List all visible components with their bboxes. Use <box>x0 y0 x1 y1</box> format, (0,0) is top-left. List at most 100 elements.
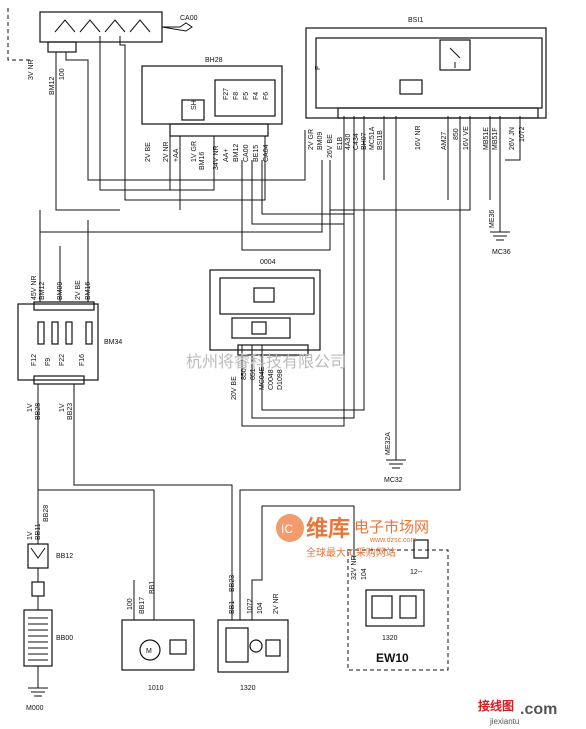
c0004-pin-5: D1098 <box>277 369 284 390</box>
c1010-bb17: BB17 <box>139 597 146 614</box>
c1320-label: 1320 <box>382 635 398 642</box>
bh28-pin-3: 1V GR <box>191 141 198 162</box>
c1320-bb23: BB23 <box>229 575 236 592</box>
bm34-fuse-1: F9 <box>45 358 52 366</box>
jx-url: jiexiantu <box>489 717 519 726</box>
m000-label: M000 <box>26 705 44 712</box>
svg-text:F: F <box>315 66 322 70</box>
bh28-pin-9: BE15 <box>253 145 260 162</box>
wk-logo-text: 维库 <box>306 516 350 542</box>
ew10-label: EW10 <box>376 651 409 665</box>
c0004-pin-3: MC04E <box>259 366 266 390</box>
c1010-bb1: BB1 <box>149 581 156 594</box>
bh28-pin-5: 34V NR <box>213 145 220 170</box>
c1320-w104: 104 <box>257 602 264 614</box>
c0004-pin-4: C0048 <box>268 369 275 390</box>
bm34-fusebox: BM34 <box>17 301 122 385</box>
bh28-pin-10: CA04 <box>263 144 270 162</box>
ew10-group: 12-- 1320 EW10 32V NR 104 <box>347 539 449 671</box>
jx-com: .com <box>520 701 557 718</box>
svg-text:IC: IC <box>281 522 293 536</box>
bsi1-pin-8: BSI1B <box>377 130 384 150</box>
bsi1-pin-1: BM09 <box>317 132 324 150</box>
bsi1-pin-16: 1072 <box>519 126 526 142</box>
bh28-pin-4: BM16 <box>199 152 206 170</box>
bm34-out2: 1V <box>59 403 66 412</box>
bb12-label: BB12 <box>56 553 73 560</box>
bm34-fuse-2: F22 <box>59 354 66 366</box>
bm34-out1: 1V <box>27 403 34 412</box>
bh28-fuse-4: F6 <box>263 92 270 100</box>
bh28-fuse-1: F8 <box>233 92 240 100</box>
ca00-label: CA00 <box>180 15 198 22</box>
me36-label: ME36 <box>489 210 496 228</box>
c1010-label: 1010 <box>148 685 164 692</box>
bm34-top-mid: BM09 <box>57 282 64 300</box>
bh28-pin-2: +AA <box>173 148 180 162</box>
bsi1-pin-7: MC51A <box>369 126 376 150</box>
ca00-conn-label: 3V NR <box>28 59 35 80</box>
jiexiantu-logo: 接线图 .com jiexiantu <box>478 698 557 726</box>
bm34-top-right: 2V BE <box>75 280 82 300</box>
module-0004: 0004 <box>209 259 321 356</box>
bm34-top-left: 45V NR <box>31 275 38 300</box>
c0004-pin-0: 20V BE <box>231 376 238 400</box>
bsi1-module: BSI1 F <box>305 17 547 119</box>
bh28-label: BH28 <box>205 57 223 64</box>
bsi1-pin-13: MB51E <box>483 127 490 150</box>
bm34-top-right2: BM16 <box>85 282 92 300</box>
bsi1-pin-10: AM27 <box>441 132 448 150</box>
ground-mc32: ME32A MC32 <box>384 430 406 484</box>
bh28-fuse-0: F27 <box>223 88 230 100</box>
bh28-pin-0: 2V BE <box>145 142 152 162</box>
ew10-conn: 32V NR <box>351 555 358 580</box>
jx-cn: 接线图 <box>478 698 514 713</box>
mc36-label: MC36 <box>492 249 511 256</box>
c1320-conn: 2V NR <box>273 593 280 614</box>
c0004-label: 0004 <box>260 259 276 266</box>
bsi1-pin-0: 2V GR <box>308 129 315 150</box>
bm34-top-left2: BM12 <box>39 282 46 300</box>
bh28-fusebox: BH28 SH <box>141 57 283 137</box>
bsi1-pin-2: 26V BE <box>327 134 334 158</box>
bsi1-pin-15: 26V JN <box>509 127 516 150</box>
battery-section: BB12 BB00 M000 1V BB11 BB28 <box>23 490 73 712</box>
bsi1-label: BSI1 <box>408 17 423 24</box>
bh28-pin-8: CA00 <box>243 144 250 162</box>
company-watermark: 杭州将睿科技有限公司 <box>186 352 346 371</box>
bb12-wire1b: BB11 <box>35 523 42 540</box>
bsi1-pin-9: 16V NR <box>415 125 422 150</box>
svg-text:M: M <box>146 648 152 655</box>
bm34-out2b: BB23 <box>67 403 74 420</box>
bh28-sh-label: SH <box>191 100 198 110</box>
bb00-label: BB00 <box>56 635 73 642</box>
c1010-w100: 100 <box>127 598 134 610</box>
c1320-bottom-label: 1320 <box>240 685 256 692</box>
wk-title: 电子市场网 <box>354 518 429 536</box>
bh28-pin-6: AA+ <box>223 149 230 162</box>
ca00-switch: CA00 3V NR BM12 100 <box>28 11 198 95</box>
ca00-w100-label: 100 <box>59 68 66 80</box>
ew10-w104: 104 <box>361 568 368 580</box>
bsi1-pin-5: C434 <box>353 133 360 150</box>
bb12-wire2: BB28 <box>43 505 50 522</box>
ground-mc36: ME36 MC36 <box>489 210 511 256</box>
bsi1-pin-11: 850 <box>453 128 460 140</box>
module-1320-bottom: 1320 BB23 BB1 1072 104 2V NR <box>217 575 289 692</box>
weiku-logo: IC 维库 电子市场网 www.dzsc.com 全球最大IC采购网站 <box>276 514 429 559</box>
me32a-label: ME32A <box>385 432 392 455</box>
mc32-label: MC32 <box>384 477 403 484</box>
bh28-fuse-3: F4 <box>253 92 260 100</box>
bh28-pin-7: BM12 <box>233 144 240 162</box>
bb12-wire1: 1V <box>27 531 34 540</box>
c1320-bb1: BB1 <box>229 601 236 614</box>
bsi1-pin-3: E1B <box>337 136 344 150</box>
bsi1-pin-12: 16V VE <box>463 126 470 150</box>
c0004-pin-2: 851 <box>250 368 257 380</box>
bm34-fuse-0: F12 <box>31 354 38 366</box>
starter-1010: M 1010 100 BB17 BB1 <box>121 580 195 692</box>
c1320-w1072: 1072 <box>247 598 254 614</box>
wk-slogan: 全球最大IC采购网站 <box>306 546 396 559</box>
bsi1-pin-4: 4A30 <box>345 134 352 150</box>
